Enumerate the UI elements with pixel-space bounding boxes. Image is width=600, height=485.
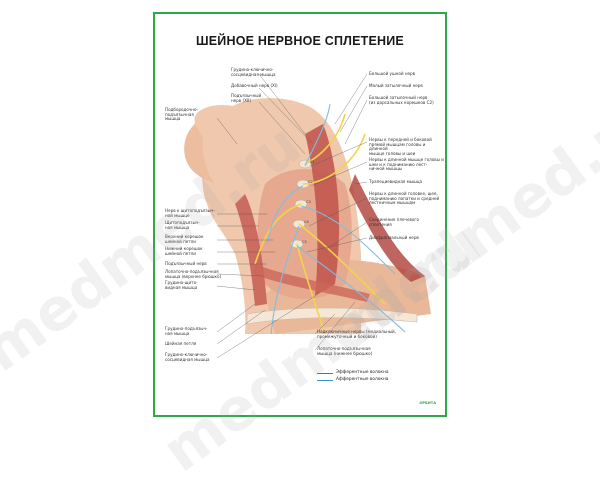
vertebra-label: C5 [302,240,307,244]
label-nerve-thyrohyoid: Нерв к щитоподъязыч- ной мышце [165,208,215,218]
trapezius-muscle [349,174,425,282]
poster-title: ШЕЙНОЕ НЕРВНОЕ СПЛЕТЕНИЕ [196,34,404,48]
vertebra-label: C2 [308,180,313,184]
vertebra-label: C3 [306,200,311,204]
label-superior-root: Верхний корешок шейной петли [165,234,204,244]
label-phrenic: Диафрагмальный нерв [369,235,419,240]
legend-label-efferent: Эфферентные волокна [336,370,389,375]
label-great-auricular: Большой ушной нерв [369,71,416,76]
anatomy-poster: ШЕЙНОЕ НЕРВНОЕ СПЛЕТЕНИЕ [153,12,447,417]
label-lesser-occipital: Малый затылочный нерв [369,83,423,88]
leader-lines [216,73,368,359]
label-nerves-rectus: Нервы к передней и боковой прямой мышцам… [369,137,432,157]
label-supraclavicular: Надключичные нервы (медиальный, промежут… [317,329,397,339]
neck-illustration [184,73,431,359]
label-geniohyoid: Подбородочно- подъязычная мышца [165,107,198,122]
label-greater-occipital: Большой затылочный нерв (из дорсальных к… [369,95,434,105]
label-omohyoid-inferior: Лопаточно-подъязычная мышца (нижнее брюш… [317,346,373,356]
label-sternothyroid: Грудино-щито- видная мышца [165,280,198,290]
chin [184,124,215,184]
legend-label-afferent: Афферентные волокна [336,377,389,382]
label-nerves-levator: Нервы к длинной головке, шее, подниманию… [369,191,440,206]
scm-muscle [305,124,340,296]
legend-swatch-afferent [317,380,333,382]
legend-swatch-efferent [317,373,333,375]
label-ansa-cervicalis: Шейная петля [165,341,197,346]
omohyoid-muscle [253,264,370,302]
publisher-logo: ОРБИТА [419,401,436,405]
vertebra-label: C4 [304,220,309,224]
nerve-fibers-blue [266,103,406,335]
label-omohyoid-superior: Лопаточно-подъязычная мышца (верхнее брю… [165,269,222,279]
label-hypoglossal: Подъязычный нерв [165,261,207,266]
label-nerves-longus: Нервы к длинной мышце головы и шеи и к п… [369,157,444,172]
label-trapezius: Трапециевидная мышца [369,179,422,184]
label-inferior-root: Нижний корешок шейной петли [165,246,203,256]
label-hypoglossal-top: Подъязычный нерв (XII) [231,93,262,103]
label-thyrohyoid: Щитоподъязыч- ная мышца [165,220,200,230]
label-scm-top: Грудино-ключично- сосцевидная мышца [231,67,276,77]
label-sternohyoid: Грудино-подъязыч- ная мышца [165,326,208,336]
vertebra-label: C1 [310,160,315,164]
label-accessory: Добавочный нерв (XI) [231,83,278,88]
strap-muscles [235,194,267,306]
label-brachial-join: Соединение плечевого сплетения [369,217,420,227]
label-scm-bottom: Грудино-ключично- сосцевидная мышца [165,352,210,362]
